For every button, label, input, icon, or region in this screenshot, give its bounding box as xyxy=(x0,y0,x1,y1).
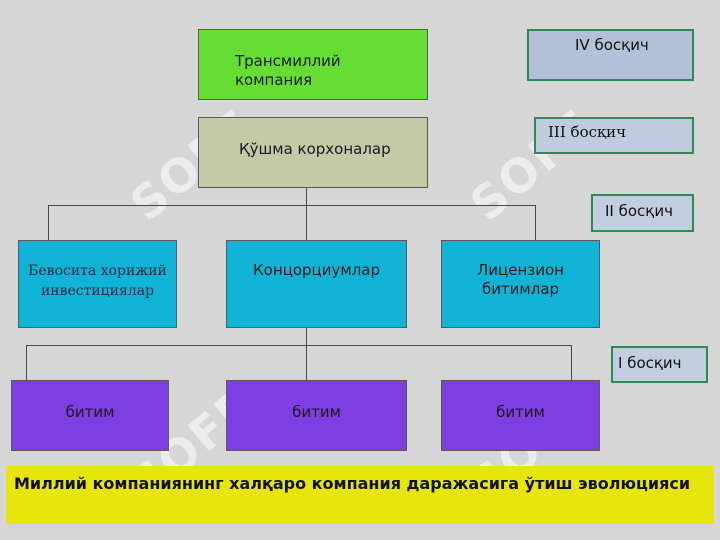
node-agreement-1: битим xyxy=(11,380,169,451)
node-agreement-3: битим xyxy=(441,380,600,451)
connector-level1-horizontal xyxy=(26,345,571,346)
connector-level2-horizontal xyxy=(48,205,536,206)
node-agreement-2: битим xyxy=(226,380,407,451)
connector-level2-down xyxy=(306,328,307,346)
connector-level2-left xyxy=(48,205,49,241)
node-consortiums: Концорциумлар xyxy=(226,240,407,328)
node-foreign-direct-investment: Бевосита хорижий инвестициялар xyxy=(18,240,177,328)
connector-top-vertical xyxy=(306,187,307,205)
connector-level1-left xyxy=(26,345,27,380)
level-2-label: II босқич xyxy=(591,194,694,232)
level-1-label: I босқич xyxy=(611,346,708,383)
level-3-label: III босқич xyxy=(534,117,694,154)
node-transnational-company: Трансмиллий компания xyxy=(198,29,428,100)
connector-level1-mid xyxy=(306,345,307,380)
node-licensing-agreements: Лицензион битимлар xyxy=(441,240,600,328)
node-joint-ventures: Қўшма корхоналар xyxy=(198,117,428,188)
connector-level1-right xyxy=(571,345,572,380)
level-4-label: IV босқич xyxy=(527,29,694,81)
connector-level2-mid xyxy=(306,205,307,241)
diagram-caption: Миллий компаниянинг халқаро компания дар… xyxy=(6,466,714,524)
connector-level2-right xyxy=(535,205,536,241)
